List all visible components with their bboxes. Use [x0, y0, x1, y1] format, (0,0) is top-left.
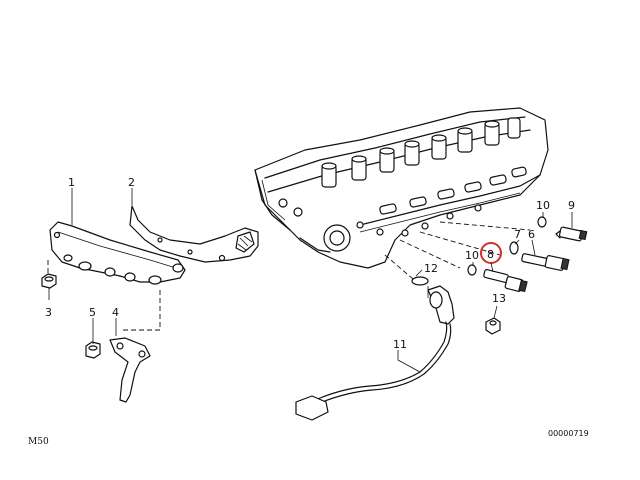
- part10-ring-upper: [537, 216, 547, 228]
- drawing-id: 00000719: [548, 429, 589, 438]
- callout-11: 11: [393, 338, 407, 351]
- leader-lines: [48, 188, 573, 373]
- timing-cover-plate: [49, 221, 186, 285]
- part7-ring: [509, 241, 519, 255]
- callout-5: 5: [89, 306, 96, 319]
- part1-flange-line: [120, 290, 161, 331]
- part9-sensor: [555, 226, 588, 242]
- part10-ring-lower: [467, 264, 477, 276]
- callout-10-upper: 10: [536, 199, 550, 212]
- part13-clip: [485, 317, 501, 335]
- align-line-mid: [419, 231, 501, 256]
- part5-nut: [85, 341, 101, 359]
- align-line-lower: [399, 239, 461, 269]
- part8-sensor: [483, 269, 528, 293]
- callout-8: 8: [487, 248, 494, 261]
- callout-3: 3: [45, 306, 52, 319]
- part3-nut: [41, 273, 57, 289]
- port-slots: [379, 166, 527, 215]
- callout-6: 6: [528, 228, 535, 241]
- cylinder-head: [254, 107, 549, 269]
- part12-ring: [411, 276, 429, 286]
- leader-12: [415, 269, 423, 277]
- callout-13: 13: [492, 292, 506, 305]
- model-code: M50: [28, 437, 49, 447]
- callout-9: 9: [568, 199, 575, 212]
- part6-sensor: [521, 253, 570, 271]
- callout-7: 7: [514, 228, 521, 241]
- callout-2: 2: [128, 176, 135, 189]
- cam-towers: [321, 117, 521, 188]
- gasket: [129, 205, 259, 263]
- part4-bracket: [109, 337, 151, 403]
- callout-10-lower: 10: [465, 249, 479, 262]
- callout-4: 4: [112, 306, 119, 319]
- part11-sensor: [295, 285, 455, 421]
- callout-1: 1: [68, 176, 75, 189]
- align-line-upper: [439, 221, 531, 231]
- callout-12: 12: [424, 262, 438, 275]
